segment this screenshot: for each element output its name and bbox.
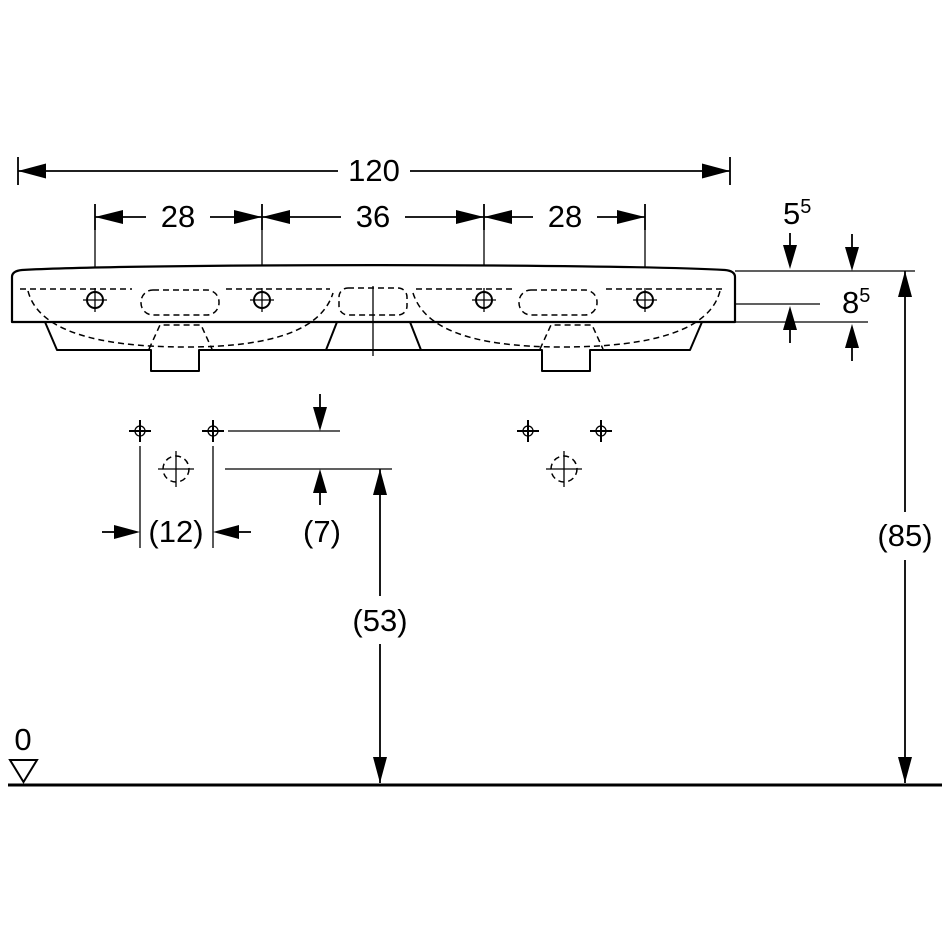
fixing-hole-cross (202, 420, 224, 442)
tap-hole (250, 288, 274, 312)
arrow-down-icon (373, 757, 387, 783)
fixing-hole-cross (129, 420, 151, 442)
arrow-right-icon (114, 525, 140, 539)
dim-tap-spacings: 28 36 28 (94, 199, 646, 290)
fixing-hole-cross (517, 420, 539, 442)
arrow-left-icon (95, 210, 123, 224)
dim-front-height-label: 85 (842, 285, 870, 320)
dim-fixing-offset: (7) (225, 394, 392, 549)
drain-hole (158, 451, 194, 487)
tap-hole (633, 288, 657, 312)
tap-hole (472, 288, 496, 312)
tap-hole (83, 288, 107, 312)
arrow-left-icon (262, 210, 290, 224)
arrow-left-icon (213, 525, 239, 539)
dim-drain-height: (53) (352, 469, 408, 783)
fixing-holes-left (129, 420, 224, 487)
dim-right-tap-spacing-label: 28 (548, 199, 582, 234)
arrow-right-icon (702, 163, 730, 179)
arrow-up-icon (845, 324, 859, 348)
right-overflow-slot (518, 289, 598, 316)
washbasin (10, 264, 737, 372)
arrow-up-icon (783, 306, 797, 330)
floor-level-label: 0 (14, 722, 31, 757)
left-drain-shroud (148, 324, 213, 350)
dim-left-tap-spacing-label: 28 (161, 199, 195, 234)
dim-center-tap-spacing-label: 36 (356, 199, 390, 234)
dim-rim-edge: 55 (783, 196, 811, 343)
dim-fixing-spacing-label: (12) (148, 514, 203, 549)
reference-lines-right (735, 270, 915, 323)
arrow-up-icon (898, 271, 912, 297)
datum-triangle-icon (8, 759, 39, 784)
right-bowl-contour (412, 290, 721, 348)
drain-hole (546, 451, 582, 487)
dim-rim-edge-label: 55 (783, 196, 811, 231)
dim-fixing-offset-label: (7) (303, 514, 341, 549)
arrow-down-icon (313, 407, 327, 431)
arrow-down-icon (898, 757, 912, 783)
arrow-left-icon (18, 163, 46, 179)
dim-fixing-spacing: (12) (102, 446, 251, 549)
arrow-up-icon (373, 469, 387, 495)
dim-rim-height-label: (85) (877, 518, 932, 553)
dim-rim-height: (85) (877, 271, 933, 783)
fixing-holes-right (517, 420, 612, 487)
arrow-left-icon (484, 210, 512, 224)
arrow-right-icon (617, 210, 645, 224)
right-drain-shroud (539, 324, 604, 350)
arrow-down-icon (845, 247, 859, 271)
dim-total-width: 120 (17, 153, 731, 188)
arrow-up-icon (313, 469, 327, 493)
center-pedestal (325, 321, 422, 351)
dim-front-height: 85 (842, 234, 870, 361)
dim-drain-height-label: (53) (352, 603, 407, 638)
arrow-down-icon (783, 245, 797, 269)
left-overflow-slot (140, 289, 220, 316)
dim-total-width-label: 120 (348, 153, 400, 188)
washbasin-underbody (44, 321, 703, 372)
fixing-hole-cross (590, 420, 612, 442)
arrow-right-icon (456, 210, 484, 224)
floor-datum: 0 (8, 722, 942, 787)
arrow-right-icon (234, 210, 262, 224)
